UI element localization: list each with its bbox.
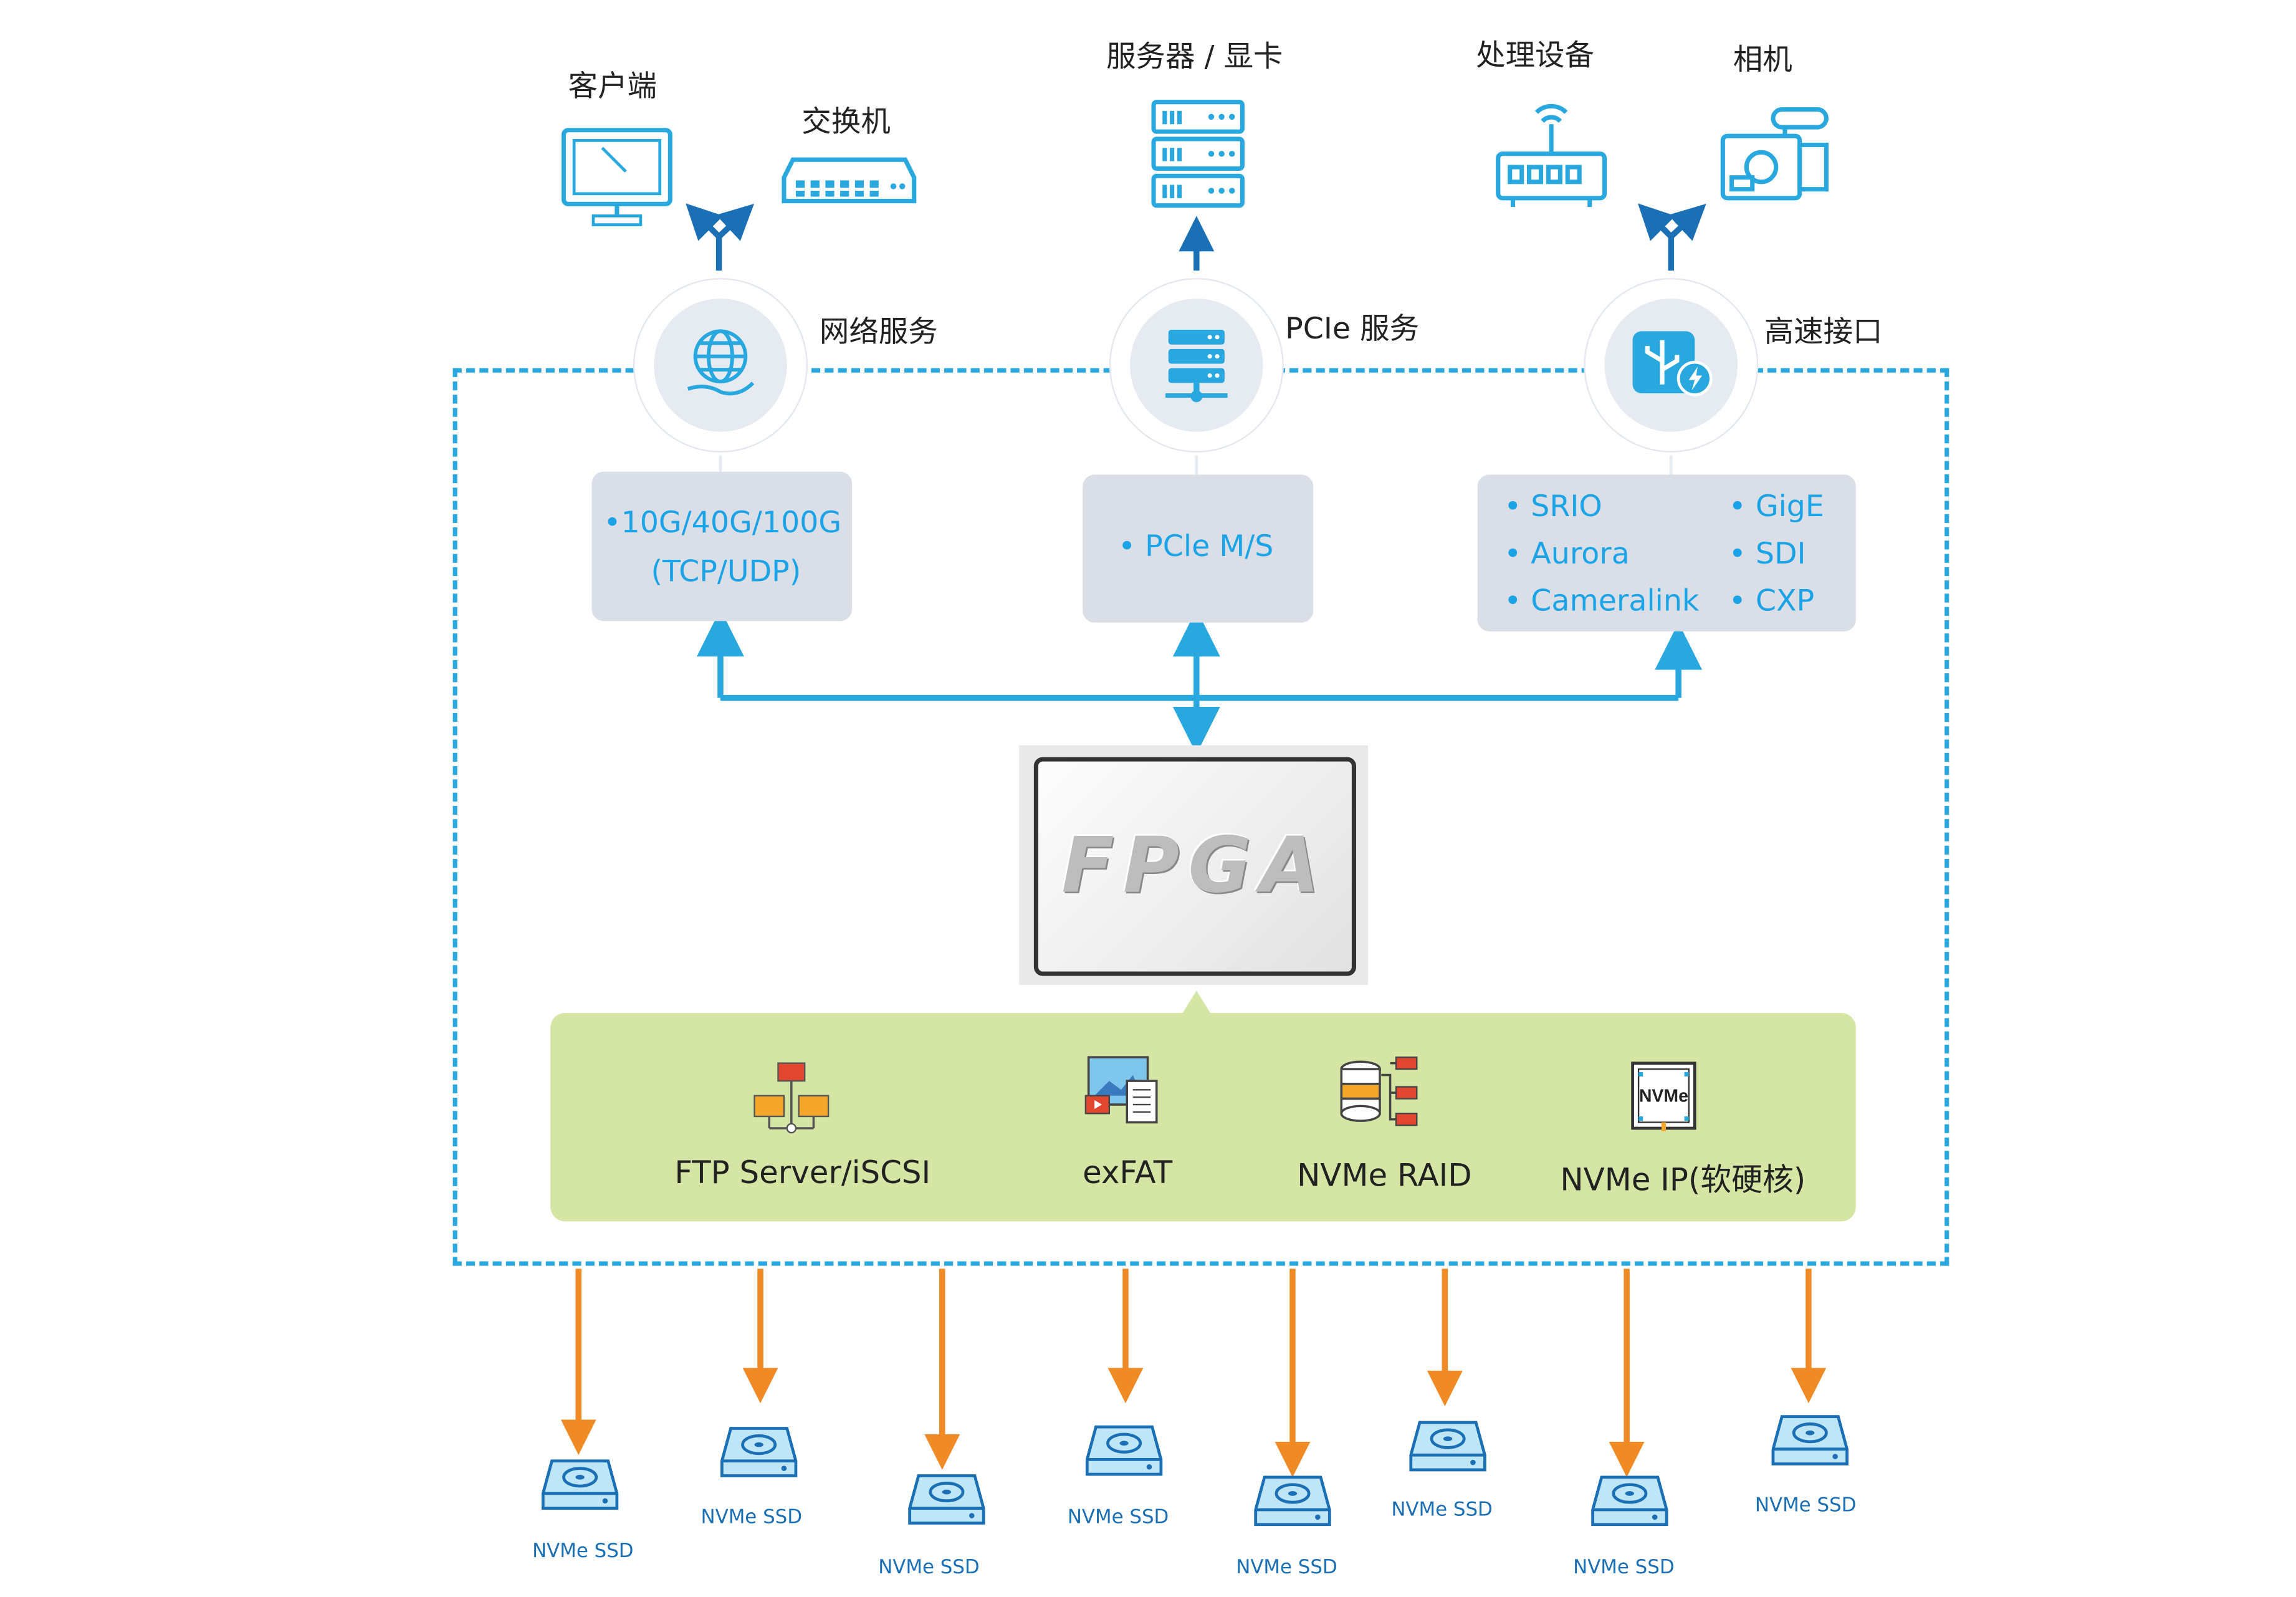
network-protocol-box: •10G/40G/100G (TCP/UDP): [591, 471, 853, 621]
highspeed-interface-node: [1584, 277, 1759, 453]
network-service-label: 网络服务: [819, 313, 938, 349]
nvme-raid-label: NVMe RAID: [1297, 1158, 1472, 1194]
server-stack-icon: [1165, 330, 1228, 403]
fpga-chip: FPGA: [1019, 745, 1368, 985]
ftp-iscsi-label: FTP Server/iSCSI: [674, 1154, 931, 1191]
ssd-label: NVMe SSD: [532, 1540, 634, 1563]
network-server-icon: [753, 1062, 830, 1134]
camera-label: 相机: [1733, 41, 1792, 77]
hard-drive-icon: [1409, 1421, 1486, 1472]
highspeed-interface-label: 高速接口: [1764, 313, 1883, 349]
highspeed-protocol-box: • SRIO • Aurora • Cameralink • GigE • SD…: [1477, 474, 1856, 631]
proto-gige: • GigE: [1728, 487, 1824, 524]
hard-drive-icon: [1591, 1475, 1668, 1527]
hard-drive-icon: [720, 1427, 798, 1477]
hard-drive-icon: [1085, 1425, 1163, 1476]
ssd-label: NVMe SSD: [1573, 1556, 1675, 1580]
pcie-mode-box: • PCle M/S: [1083, 474, 1314, 623]
hard-drive-icon: [908, 1474, 985, 1525]
ssd-label: NVMe SSD: [1067, 1507, 1169, 1529]
ssd-arrows: [560, 1268, 1827, 1477]
ssd-label: NVMe SSD: [1754, 1495, 1857, 1517]
network-protocols: (TCP/UDP): [651, 553, 801, 589]
globe-hand-icon: [687, 329, 755, 396]
hard-drive-icon: [1254, 1475, 1331, 1527]
ssd-label: NVMe SSD: [1236, 1556, 1337, 1580]
pcie-service-label: PCIe 服务: [1285, 310, 1420, 347]
exfat-label: exFAT: [1083, 1154, 1173, 1191]
hard-drive-icon: [1771, 1415, 1849, 1465]
server-gpu-label: 服务器 / 显卡: [1106, 38, 1283, 74]
proto-cxp: • CXP: [1728, 582, 1815, 618]
connector-layer: [560, 203, 1827, 1477]
monitor-icon: [561, 128, 672, 226]
proto-srio: • SRIO: [1504, 487, 1602, 524]
file-system-icon: [1084, 1056, 1158, 1124]
pcie-mode: • PCle M/S: [1118, 527, 1274, 564]
proto-aurora: • Aurora: [1504, 535, 1630, 571]
ssd-label: NVMe SSD: [1391, 1499, 1493, 1522]
network-service-node: [633, 277, 808, 453]
storage-features-panel: NVMe FTP Server/iSCSI exFAT NVMe RAID NV…: [550, 1012, 1856, 1222]
ssd-label: NVMe SSD: [878, 1556, 980, 1580]
usb-lightning-icon: [1632, 331, 1713, 396]
client-label: 客户端: [568, 68, 657, 104]
nvme-badge: NVMe: [1639, 1086, 1688, 1106]
fpga-bus: [697, 609, 1703, 754]
pcie-service-node: [1109, 277, 1284, 453]
network-speeds: •10G/40G/100G: [603, 504, 842, 540]
video-camera-icon: [1720, 107, 1829, 201]
switch-label: 交换机: [801, 103, 891, 139]
hard-drive-icon: [541, 1459, 619, 1510]
fpga-label: FPGA: [1061, 822, 1329, 911]
network-switch-icon: [782, 157, 917, 204]
diagram-stage: 客户端 交换机 服务器 / 显卡 处理设备 相机: [37, 0, 2296, 1597]
ssd-label: NVMe SSD: [701, 1507, 802, 1529]
proto-cameralink: • Cameralink: [1504, 582, 1700, 618]
processing-device-label: 处理设备: [1476, 37, 1594, 73]
proto-sdi: • SDI: [1728, 535, 1806, 571]
server-rack-icon: [1151, 100, 1245, 208]
nvme-chip-icon: NVMe: [1631, 1062, 1696, 1131]
split-arrow-left: [686, 203, 754, 271]
nvme-ip-label: NVMe IP(软硬核): [1560, 1162, 1806, 1198]
panel-pointer: [1182, 990, 1212, 1015]
router-icon: [1496, 103, 1607, 208]
split-arrow-right: [1637, 203, 1706, 271]
raid-database-icon: [1340, 1056, 1418, 1126]
